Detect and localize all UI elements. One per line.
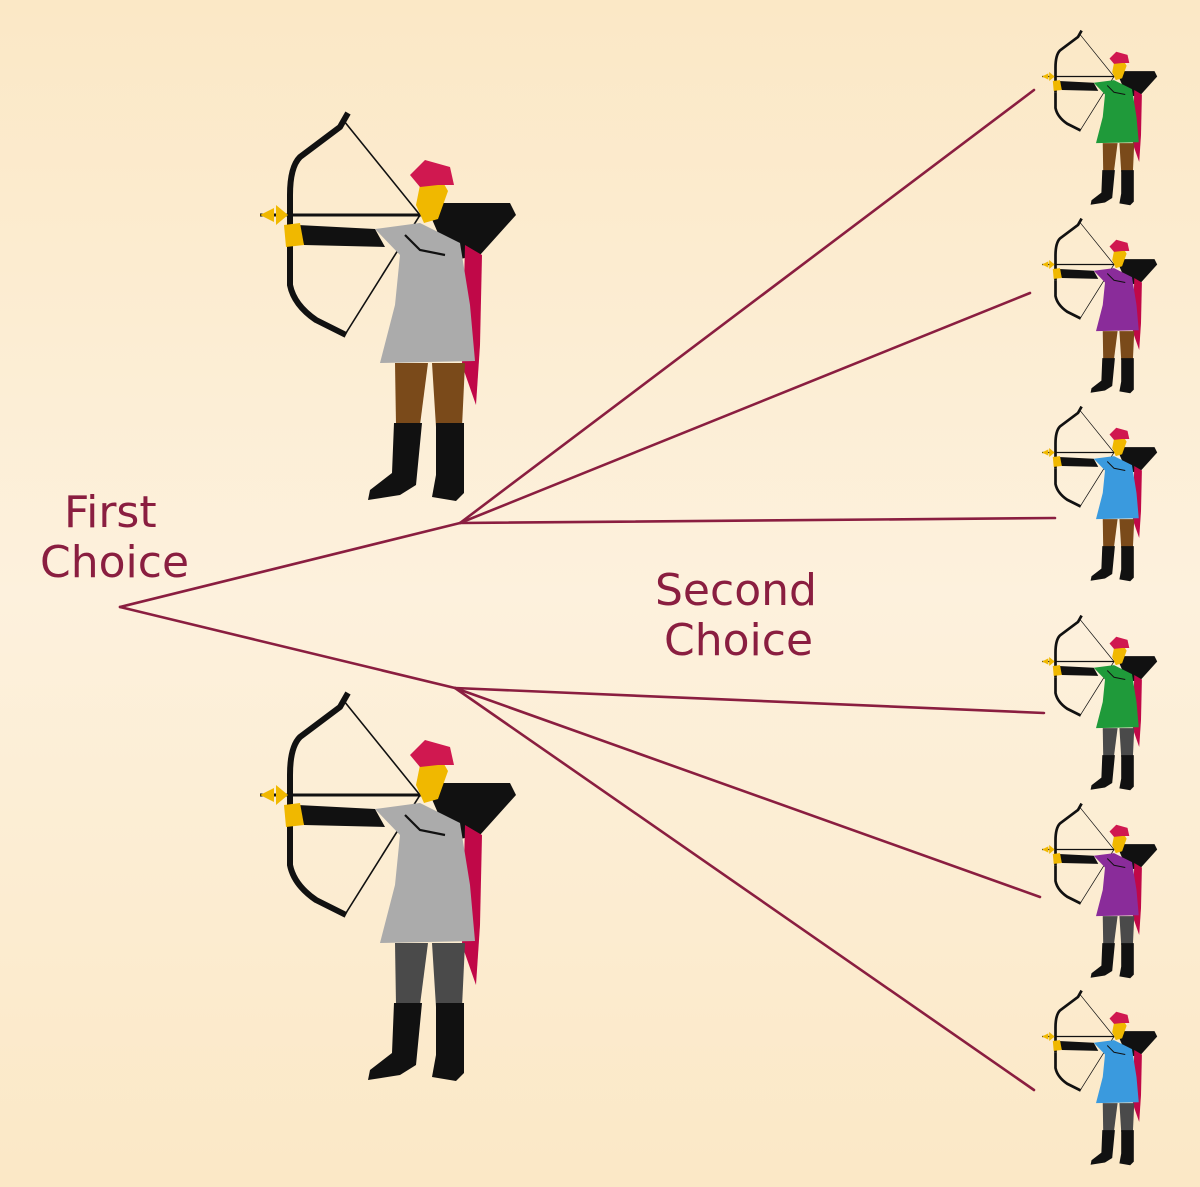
tree-branches — [118, 88, 1057, 1092]
branch-root-bottom — [118, 605, 457, 690]
archer-icon — [260, 111, 516, 501]
first-choice-label-line2: Choice — [40, 537, 189, 588]
second-choice-label-line2: Choice — [664, 615, 813, 666]
archer-icon — [1042, 217, 1158, 394]
archer-icon — [1042, 989, 1158, 1166]
branch-top-2 — [458, 291, 1032, 525]
branch-bottom-3 — [453, 686, 1036, 1092]
branch-bottom-2 — [453, 686, 1042, 899]
archer-icon — [1042, 29, 1158, 206]
first-choice-label-line1: First — [64, 487, 157, 538]
archer-icon — [260, 691, 516, 1081]
archer-icon — [1042, 802, 1158, 979]
second-choice-label-line1: Second — [655, 565, 817, 616]
branch-top-3 — [458, 516, 1057, 525]
archer-icon — [1042, 405, 1158, 582]
archer-icon — [1042, 614, 1158, 791]
branch-top-1 — [458, 88, 1036, 525]
branch-root-top — [118, 521, 462, 609]
branch-bottom-1 — [453, 686, 1046, 715]
archers — [260, 29, 1158, 1166]
